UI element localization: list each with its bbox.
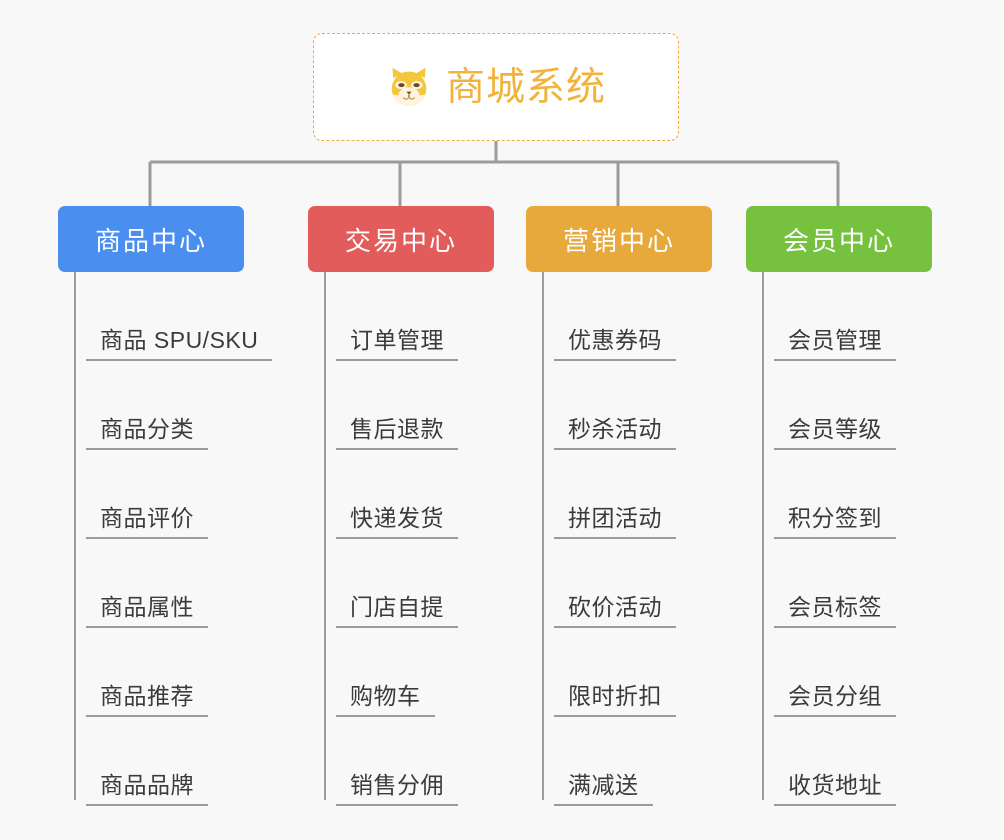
leaf-item[interactable]: 商品评价 <box>74 450 272 539</box>
branch-leaf-list-1: 订单管理 售后退款 快递发货 门店自提 购物车 销售分佣 <box>324 272 458 806</box>
leaf-item[interactable]: 会员等级 <box>762 361 896 450</box>
branch-trunk-line <box>324 272 326 800</box>
leaf-item[interactable]: 商品推荐 <box>74 628 272 717</box>
leaf-label: 积分签到 <box>774 507 896 539</box>
branch-header-3[interactable]: 会员中心 <box>746 206 932 272</box>
leaf-item[interactable]: 会员标签 <box>762 539 896 628</box>
leaf-item[interactable]: 秒杀活动 <box>542 361 676 450</box>
leaf-label: 门店自提 <box>336 596 458 628</box>
branch-header-0[interactable]: 商品中心 <box>58 206 244 272</box>
branch-header-label: 会员中心 <box>782 225 895 256</box>
branch-header-label: 交易中心 <box>344 225 457 256</box>
branch-column-1: 交易中心 订单管理 售后退款 快递发货 门店自提 购物车 销售分佣 <box>308 206 494 806</box>
leaf-label: 订单管理 <box>336 329 458 361</box>
leaf-label: 售后退款 <box>336 418 458 450</box>
leaf-label: 满减送 <box>554 774 653 806</box>
branch-leaf-list-2: 优惠券码 秒杀活动 拼团活动 砍价活动 限时折扣 满减送 <box>542 272 676 806</box>
leaf-label: 商品属性 <box>86 596 208 628</box>
branch-column-2: 营销中心 优惠券码 秒杀活动 拼团活动 砍价活动 限时折扣 满减送 <box>526 206 712 806</box>
shiba-dog-face-icon <box>386 65 432 111</box>
leaf-label: 销售分佣 <box>336 774 458 806</box>
leaf-item[interactable]: 售后退款 <box>324 361 458 450</box>
leaf-item[interactable]: 拼团活动 <box>542 450 676 539</box>
leaf-item[interactable]: 限时折扣 <box>542 628 676 717</box>
leaf-item[interactable]: 商品品牌 <box>74 717 272 806</box>
leaf-item[interactable]: 商品分类 <box>74 361 272 450</box>
branch-header-label: 商品中心 <box>94 225 207 256</box>
root-title: 商城系统 <box>445 65 606 109</box>
leaf-item[interactable]: 购物车 <box>324 628 458 717</box>
leaf-label: 商品分类 <box>86 418 208 450</box>
branch-column-3: 会员中心 会员管理 会员等级 积分签到 会员标签 会员分组 收货地址 <box>746 206 932 806</box>
branch-header-1[interactable]: 交易中心 <box>308 206 494 272</box>
branch-trunk-line <box>542 272 544 800</box>
leaf-label: 会员管理 <box>774 329 896 361</box>
leaf-label: 会员等级 <box>774 418 896 450</box>
leaf-label: 商品评价 <box>86 507 208 539</box>
leaf-item[interactable]: 收货地址 <box>762 717 896 806</box>
leaf-item[interactable]: 优惠券码 <box>542 272 676 361</box>
root-node[interactable]: 商城系统 <box>313 33 679 141</box>
leaf-label: 优惠券码 <box>554 329 676 361</box>
leaf-label: 会员标签 <box>774 596 896 628</box>
leaf-label: 商品品牌 <box>86 774 208 806</box>
leaf-label: 限时折扣 <box>554 685 676 717</box>
branch-header-2[interactable]: 营销中心 <box>526 206 712 272</box>
leaf-label: 收货地址 <box>774 774 896 806</box>
leaf-label: 商品推荐 <box>86 685 208 717</box>
leaf-item[interactable]: 会员分组 <box>762 628 896 717</box>
leaf-item[interactable]: 商品 SPU/SKU <box>74 272 273 361</box>
leaf-label: 快递发货 <box>336 507 458 539</box>
leaf-label: 砍价活动 <box>554 596 676 628</box>
leaf-label: 购物车 <box>336 685 435 717</box>
leaf-item[interactable]: 满减送 <box>542 717 676 806</box>
branch-header-label: 营销中心 <box>562 225 675 256</box>
branch-trunk-line <box>762 272 764 800</box>
leaf-item[interactable]: 销售分佣 <box>324 717 458 806</box>
leaf-item[interactable]: 门店自提 <box>324 539 458 628</box>
leaf-item[interactable]: 商品属性 <box>74 539 272 628</box>
leaf-item[interactable]: 快递发货 <box>324 450 458 539</box>
leaf-label: 拼团活动 <box>554 507 676 539</box>
branch-leaf-list-3: 会员管理 会员等级 积分签到 会员标签 会员分组 收货地址 <box>762 272 896 806</box>
leaf-item[interactable]: 订单管理 <box>324 272 458 361</box>
leaf-label: 商品 SPU/SKU <box>86 329 273 361</box>
leaf-item[interactable]: 砍价活动 <box>542 539 676 628</box>
leaf-item[interactable]: 会员管理 <box>762 272 896 361</box>
leaf-label: 会员分组 <box>774 685 896 717</box>
branch-leaf-list-0: 商品 SPU/SKU 商品分类 商品评价 商品属性 商品推荐 商品品牌 <box>74 272 273 806</box>
leaf-item[interactable]: 积分签到 <box>762 450 896 539</box>
leaf-label: 秒杀活动 <box>554 418 676 450</box>
branch-trunk-line <box>74 272 76 800</box>
branch-column-0: 商品中心 商品 SPU/SKU 商品分类 商品评价 商品属性 商品推荐 商品品牌 <box>58 206 273 806</box>
